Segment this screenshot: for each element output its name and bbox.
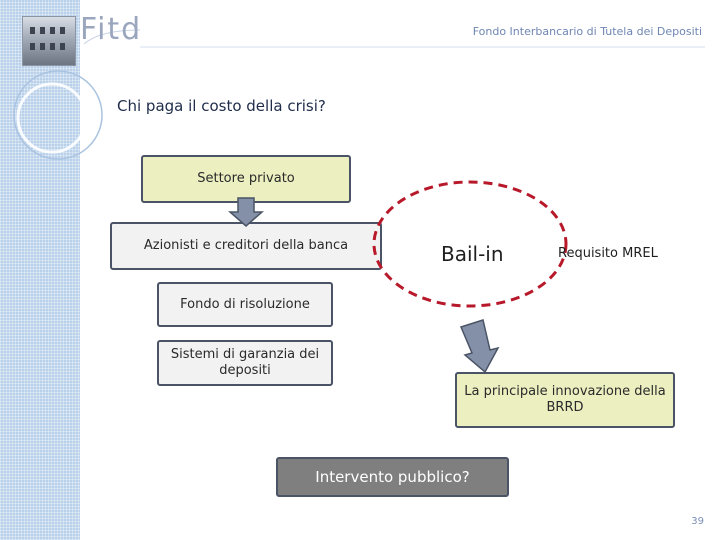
bail-in-dashed-ellipse (372, 180, 568, 308)
slide-question: Chi paga il costo della crisi? (117, 97, 326, 115)
organization-name: Fondo Interbancario di Tutela dei Deposi… (472, 25, 702, 38)
box-settore-privato: Settore privato (141, 155, 351, 203)
page-number: 39 (691, 516, 704, 527)
logo-text: Fitd (80, 12, 143, 47)
down-arrow-icon (228, 197, 264, 227)
label-bail-in: Bail-in (441, 242, 504, 266)
box-azionisti-creditori: Azionisti e creditori della banca (110, 222, 382, 270)
box-principale-innovazione: La principale innovazione della BRRD (455, 372, 675, 428)
logo-building-image (22, 16, 76, 66)
label-requisito-mrel: Requisito MREL (558, 246, 658, 261)
sidebar-band (0, 0, 80, 540)
box-sistemi-garanzia: Sistemi di garanzia dei depositi (157, 340, 333, 386)
down-arrow-icon (459, 319, 500, 374)
decorative-circles (13, 29, 705, 160)
box-intervento-pubblico: Intervento pubblico? (276, 457, 509, 497)
box-fondo-risoluzione: Fondo di risoluzione (157, 282, 333, 327)
